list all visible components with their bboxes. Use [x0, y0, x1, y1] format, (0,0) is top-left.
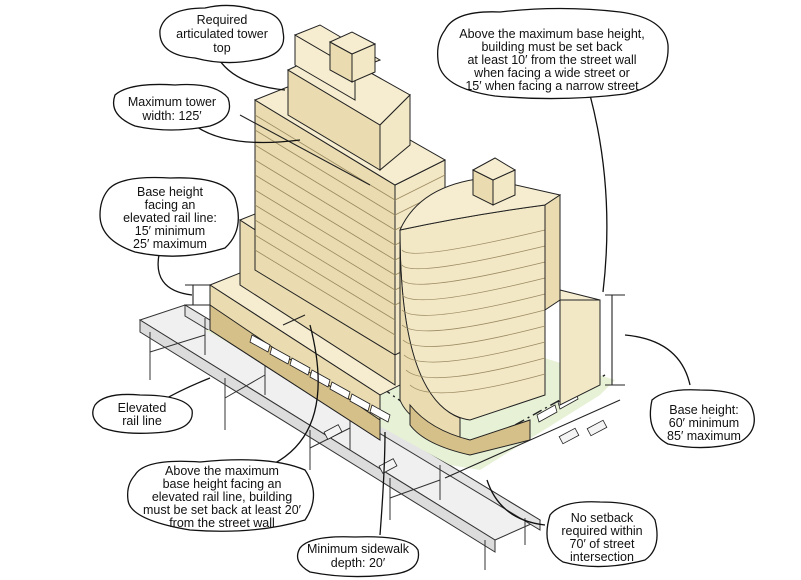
callout-sidewalk: Minimum sidewalk depth: 20′: [298, 537, 419, 577]
no-setback-line-2: required within: [561, 524, 642, 538]
base-height-line-3: 85′ maximum: [667, 429, 741, 443]
tower-width-line-1: Maximum tower: [128, 95, 216, 109]
tower-top-line-3: top: [213, 41, 230, 55]
callout-setback-wide: Above the maximum base height, building …: [438, 9, 668, 99]
tower-width-line-2: width: 125′: [141, 109, 202, 123]
callout-tower-width: Maximum tower width: 125′: [114, 84, 230, 130]
setback-wide-line-4: when facing a wide street or: [473, 66, 630, 80]
tower-top-line-1: Required: [197, 13, 248, 27]
no-setback-line-4: intersection: [570, 550, 634, 564]
base-rail-line-2: facing an: [145, 198, 196, 212]
base-rail-line-4: 15′ minimum: [135, 224, 205, 238]
callout-base-height: Base height: 60′ minimum 85′ maximum: [650, 390, 754, 448]
setback-rail-line-5: from the street wall: [169, 516, 275, 530]
setback-rail-line-2: base height facing an: [163, 477, 282, 491]
setback-wide-line-3: at least 10′ from the street wall: [467, 53, 636, 67]
base-rail-line-3: elevated rail line:: [123, 211, 217, 225]
base-height-line-2: 60′ minimum: [669, 416, 739, 430]
setback-rail-line-4: must be set back at least 20′: [143, 503, 302, 517]
sidewalk-line-2: depth: 20′: [331, 556, 386, 570]
setback-rail-line-3: elevated rail line, building: [152, 490, 292, 504]
callout-setback-rail: Above the maximum base height facing an …: [128, 460, 314, 531]
setback-rail-line-1: Above the maximum: [165, 464, 279, 478]
elevated-rail-line-2: rail line: [122, 414, 162, 428]
callout-no-setback: No setback required within 70′ of street…: [547, 502, 657, 567]
callout-tower-top: Required articulated tower top: [160, 5, 284, 62]
base-rail-line-1: Base height: [137, 185, 204, 199]
tower-top-line-2: articulated tower: [176, 27, 268, 41]
setback-wide-line-5: 15′ when facing a narrow street: [465, 79, 639, 93]
setback-wide-line-1: Above the maximum base height,: [459, 27, 645, 41]
base-height-line-1: Base height:: [669, 403, 739, 417]
sidewalk-line-1: Minimum sidewalk: [307, 542, 410, 556]
no-setback-line-3: 70′ of street: [570, 537, 635, 551]
elevated-rail-line-1: Elevated: [118, 401, 167, 415]
no-setback-line-1: No setback: [571, 511, 634, 525]
base-rail-line-5: 25′ maximum: [133, 237, 207, 251]
setback-wide-line-2: building must be set back: [481, 40, 623, 54]
callout-elevated-rail: Elevated rail line: [93, 394, 192, 433]
callout-base-rail: Base height facing an elevated rail line…: [100, 178, 238, 257]
